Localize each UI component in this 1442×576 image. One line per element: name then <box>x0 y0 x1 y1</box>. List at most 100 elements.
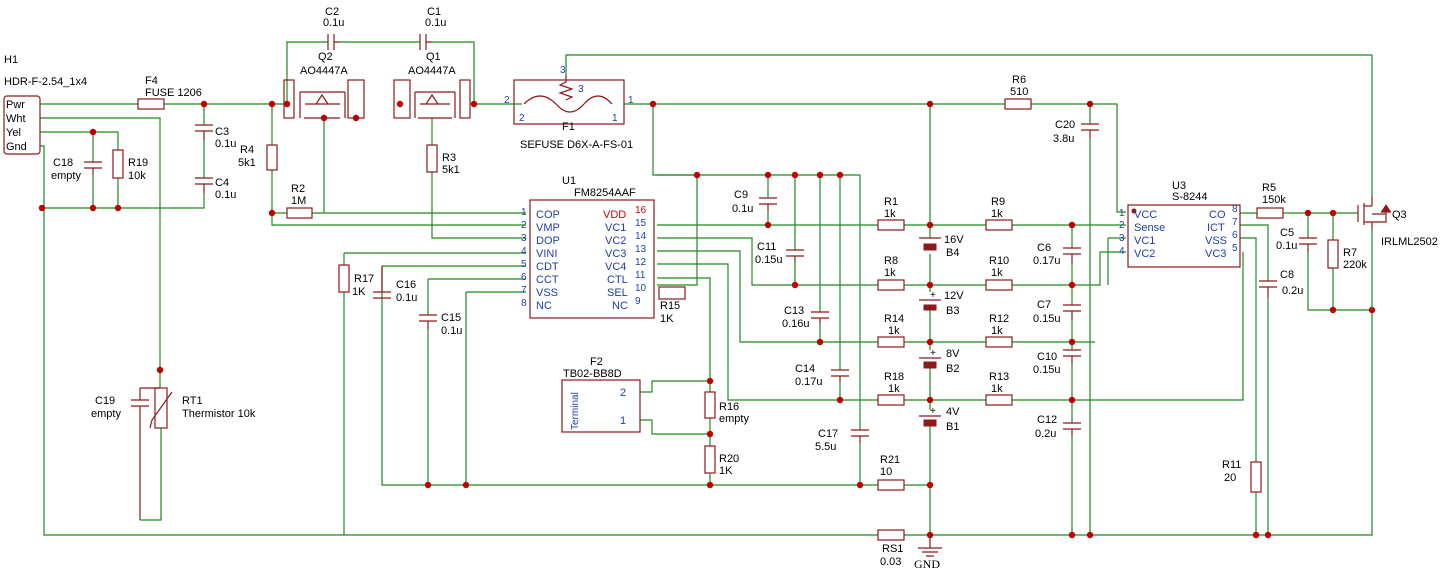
svg-text:+: + <box>930 290 936 301</box>
capacitor-c12: C12 0.2u <box>1035 414 1081 440</box>
svg-text:R6: R6 <box>1012 74 1026 86</box>
svg-text:VSS: VSS <box>536 287 558 299</box>
capacitor-c9: C9 0.1u <box>732 189 777 215</box>
svg-text:C14: C14 <box>795 363 815 375</box>
svg-text:0.1u: 0.1u <box>732 203 753 215</box>
resistor-r3: R3 5k1 <box>426 144 460 176</box>
svg-text:8: 8 <box>1232 204 1238 215</box>
h1-pin-gnd: Gnd <box>6 141 27 153</box>
svg-text:ICT: ICT <box>1207 222 1225 234</box>
svg-text:1K: 1K <box>352 286 366 298</box>
svg-text:Terminal: Terminal <box>570 392 581 430</box>
svg-text:R3: R3 <box>442 152 456 164</box>
svg-text:0.2u: 0.2u <box>1035 428 1056 440</box>
h1-pin-yel: Yel <box>6 127 21 139</box>
capacitor-c17: C17 5.5u <box>815 428 869 453</box>
svg-text:1k: 1k <box>991 325 1003 337</box>
resistor-r16: R16 empty <box>704 391 749 425</box>
svg-text:1: 1 <box>620 415 626 427</box>
svg-text:0.2u: 0.2u <box>1282 285 1303 297</box>
svg-text:DOP: DOP <box>536 235 560 247</box>
svg-text:GND: GND <box>914 557 940 571</box>
svg-text:510: 510 <box>1010 86 1028 98</box>
svg-text:VMP: VMP <box>536 222 560 234</box>
capacitor-c20: C20 3.8u <box>1053 119 1099 145</box>
svg-text:R1: R1 <box>884 196 898 208</box>
svg-text:FUSE 1206: FUSE 1206 <box>145 87 202 99</box>
thermal-fuse-f1: 2 1 3 2 1 3 F1 SEFUSE D6X-A-FS-01 <box>504 65 634 151</box>
u1-part: FM8254AAF <box>574 187 636 199</box>
svg-text:1K: 1K <box>660 313 674 325</box>
svg-text:R18: R18 <box>884 371 904 383</box>
svg-text:B2: B2 <box>946 363 959 375</box>
resistor-r11: R11 20 <box>1222 459 1262 493</box>
svg-text:1k: 1k <box>991 208 1003 220</box>
svg-text:empty: empty <box>91 408 121 420</box>
svg-text:220k: 220k <box>1343 259 1367 271</box>
mosfet-q2: Q2 AO4447A <box>283 51 365 119</box>
svg-text:SEL: SEL <box>607 287 628 299</box>
svg-text:1: 1 <box>1119 208 1125 219</box>
svg-text:C5: C5 <box>1280 227 1294 239</box>
svg-text:0.1u: 0.1u <box>323 17 344 29</box>
ground-symbol: GND <box>914 535 942 571</box>
svg-text:8: 8 <box>521 298 527 309</box>
svg-text:1k: 1k <box>884 208 896 220</box>
svg-text:VC1: VC1 <box>1134 235 1155 247</box>
svg-text:C2: C2 <box>325 6 339 18</box>
svg-text:SEFUSE D6X-A-FS-01: SEFUSE D6X-A-FS-01 <box>520 139 633 151</box>
svg-text:CO: CO <box>1209 209 1226 221</box>
svg-text:10k: 10k <box>128 170 146 182</box>
svg-text:R11: R11 <box>1222 459 1241 471</box>
svg-text:15: 15 <box>635 218 647 229</box>
battery-b3: + 12V B3 <box>919 290 964 317</box>
capacitor-c14: C14 0.17u <box>795 363 849 388</box>
svg-text:VC3: VC3 <box>1205 248 1226 260</box>
svg-text:7: 7 <box>521 285 527 296</box>
wires <box>40 41 1373 536</box>
resistor-r21: R21 10 <box>877 454 905 491</box>
svg-text:150k: 150k <box>1262 194 1286 206</box>
svg-text:5k1: 5k1 <box>238 157 256 169</box>
h1-ref: H1 <box>4 54 18 66</box>
svg-text:0.03: 0.03 <box>880 556 901 568</box>
svg-text:R12: R12 <box>989 313 1009 325</box>
svg-text:1k: 1k <box>991 267 1003 279</box>
svg-text:5k1: 5k1 <box>442 164 460 176</box>
resistor-r1: R1 1k <box>877 196 905 231</box>
svg-text:B3: B3 <box>946 305 959 317</box>
mosfet-q1: Q1 AO4447A <box>393 51 471 119</box>
capacitor-c13: C13 0.16u <box>782 305 829 330</box>
svg-text:Q1: Q1 <box>426 51 441 63</box>
resistor-r18: R18 1k <box>877 371 905 406</box>
svg-text:COP: COP <box>536 209 560 221</box>
svg-text:5: 5 <box>521 259 527 270</box>
svg-text:0.1u: 0.1u <box>215 138 236 150</box>
capacitor-c3: C3 0.1u <box>195 124 236 150</box>
svg-text:10: 10 <box>635 283 647 294</box>
svg-text:R20: R20 <box>719 453 739 465</box>
svg-text:3: 3 <box>521 233 527 244</box>
svg-text:2: 2 <box>620 387 626 399</box>
svg-text:empty: empty <box>51 170 81 182</box>
svg-text:R21: R21 <box>880 454 900 466</box>
svg-text:C10: C10 <box>1037 351 1057 363</box>
battery-b4: 16V B4 <box>919 234 964 259</box>
svg-text:Thermistor 10k: Thermistor 10k <box>182 408 256 420</box>
svg-text:16V: 16V <box>944 234 964 246</box>
svg-text:AO4447A: AO4447A <box>408 65 456 77</box>
battery-b2: + 8V B2 <box>919 348 960 375</box>
svg-text:R16: R16 <box>719 401 739 413</box>
svg-text:C4: C4 <box>215 177 229 189</box>
resistor-r2: R2 1M <box>286 183 313 219</box>
resistor-r6: R6 510 <box>1004 74 1032 110</box>
svg-text:C3: C3 <box>215 126 229 138</box>
svg-text:0.1u: 0.1u <box>215 189 236 201</box>
svg-text:R17: R17 <box>354 273 374 285</box>
svg-text:1k: 1k <box>888 383 900 395</box>
svg-text:VC3: VC3 <box>605 248 626 260</box>
fuse-f4: F4 FUSE 1206 <box>137 75 202 110</box>
svg-text:+: + <box>930 406 936 417</box>
